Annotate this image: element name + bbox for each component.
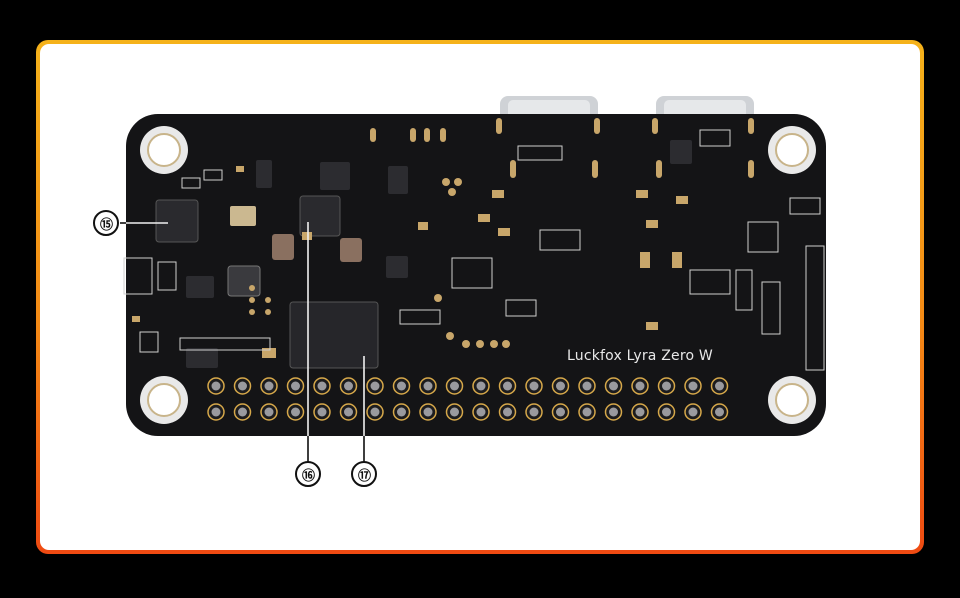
mounting-hole-top-left (140, 126, 188, 174)
header-pin (423, 407, 433, 417)
header-pin (370, 381, 380, 391)
component-brown-1 (272, 234, 294, 260)
header-pin (582, 407, 592, 417)
callout-leaders-dark (120, 222, 365, 462)
header-pin (635, 407, 645, 417)
gpio-header (207, 377, 729, 421)
ic-sot-5 (186, 348, 218, 368)
header-pin (370, 407, 380, 417)
mounting-hole-bottom-right (768, 376, 816, 424)
header-pin (264, 407, 274, 417)
header-pin (344, 407, 353, 417)
ic-sot-1 (256, 160, 272, 188)
header-pin (291, 407, 300, 417)
smd-components (132, 118, 754, 358)
header-pin (397, 381, 406, 391)
mounting-hole-top-right (768, 126, 816, 174)
header-pin (211, 407, 221, 417)
callout-17: ⑰ (351, 461, 377, 487)
header-pin (450, 407, 459, 417)
header-pin (688, 407, 698, 417)
header-pin (529, 407, 539, 417)
ic-sot-6 (670, 140, 692, 164)
inductor (227, 265, 261, 297)
header-pin (503, 407, 512, 417)
header-pin (476, 407, 486, 417)
header-pin (503, 381, 512, 391)
header-pin (582, 381, 592, 391)
board-silkscreen-label: Luckfox Lyra Zero W (567, 348, 713, 364)
header-pin (609, 381, 618, 391)
ic-sot-4 (186, 276, 214, 298)
header-pin (529, 381, 539, 391)
header-pin (264, 381, 274, 391)
chip-16 (299, 195, 341, 237)
header-pin (423, 381, 433, 391)
component-brown-2 (340, 238, 362, 262)
chip-small (320, 162, 350, 190)
mounting-hole-bottom-left (140, 376, 188, 424)
smd-components-white (123, 129, 825, 371)
header-pin (609, 407, 618, 417)
chip-17-memory (289, 301, 379, 369)
ic-sot-2 (388, 166, 408, 194)
header-pin (662, 381, 671, 391)
chip-15 (155, 199, 199, 243)
header-pin (317, 381, 327, 391)
header-pin (238, 407, 247, 417)
header-pin (317, 407, 327, 417)
header-pin (211, 381, 221, 391)
crystal (230, 206, 256, 226)
ic-sot-3 (386, 256, 408, 278)
header-pin (715, 407, 724, 417)
header-pin (715, 381, 724, 391)
header-pin (344, 381, 353, 391)
header-pin (476, 381, 486, 391)
header-pin (688, 381, 698, 391)
header-pin (556, 407, 565, 417)
callout-16: ⑯ (295, 461, 321, 487)
header-pin (238, 381, 247, 391)
header-pin (397, 407, 406, 417)
callout-15: ⑮ (93, 210, 119, 236)
header-pin (291, 381, 300, 391)
header-pin (662, 407, 671, 417)
header-pin (450, 381, 459, 391)
header-pin (635, 381, 645, 391)
header-pin (556, 381, 565, 391)
